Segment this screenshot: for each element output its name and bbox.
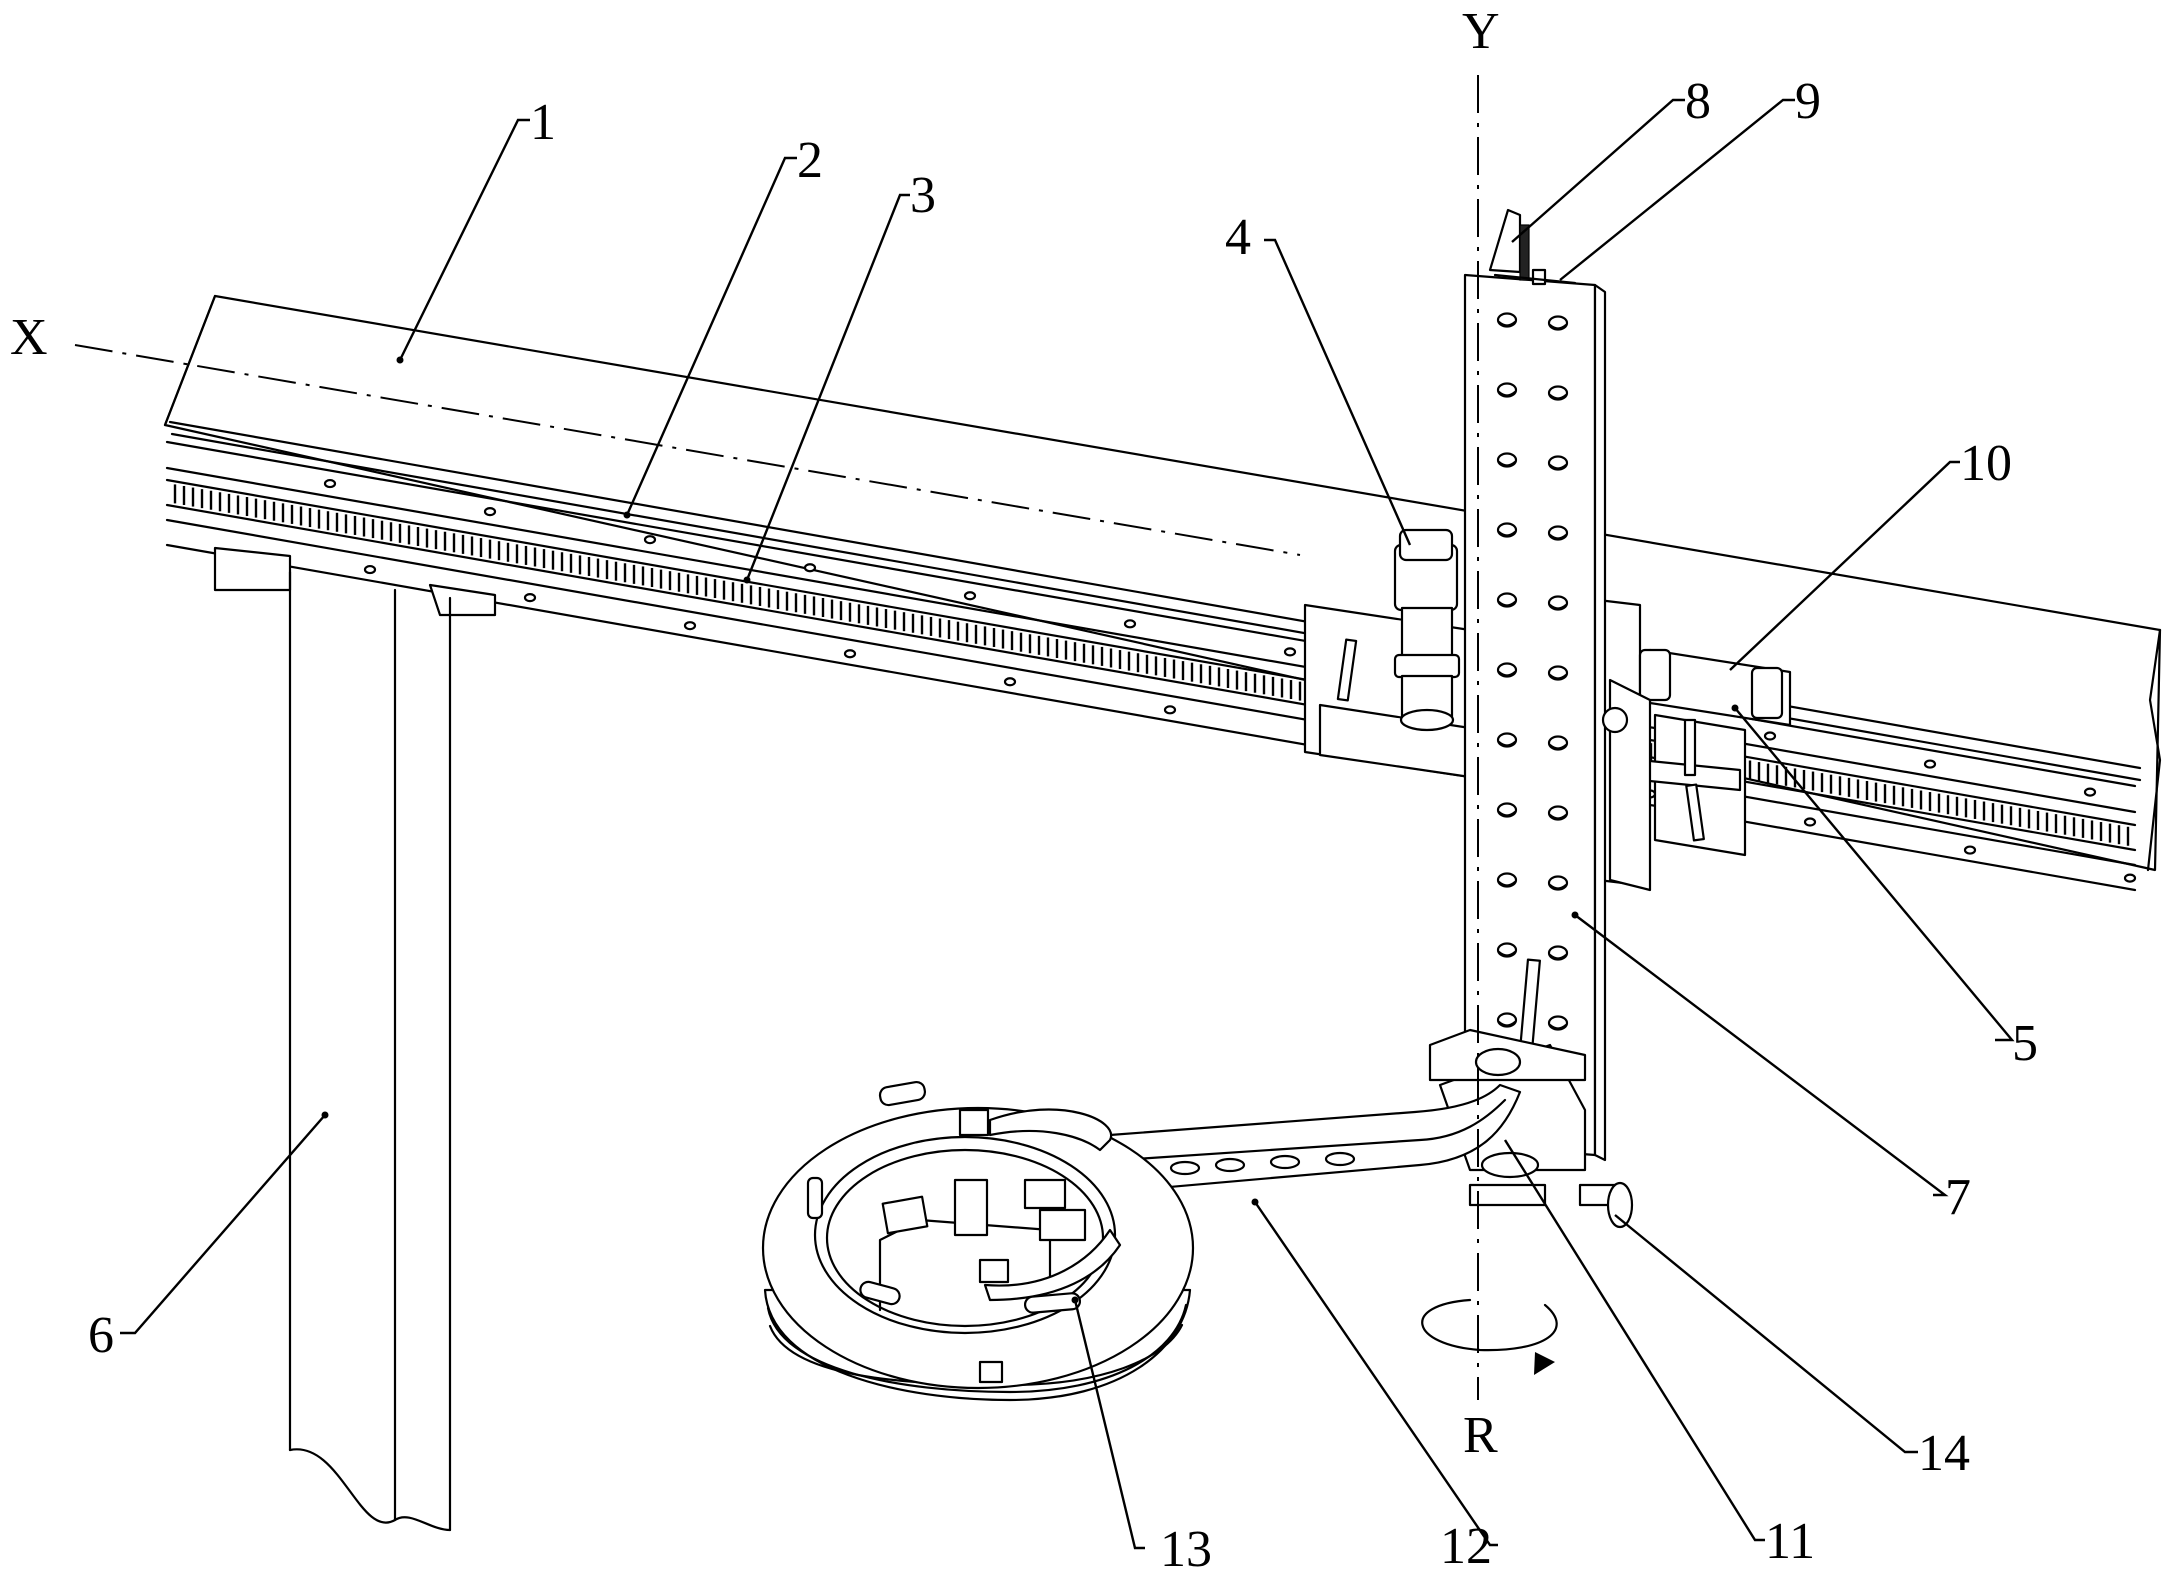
label-9: 9: [1795, 73, 1821, 130]
label-8: 8: [1685, 73, 1711, 130]
top-guide: [1488, 208, 1577, 286]
label-6: 6: [88, 1307, 114, 1364]
label-14: 14: [1918, 1425, 1970, 1482]
label-4: 4: [1225, 209, 1251, 266]
limit-bracket: [1601, 648, 1792, 892]
axis-r-label: R: [1463, 1407, 1498, 1464]
label-5: 5: [2012, 1015, 2038, 1072]
label-13: 13: [1160, 1521, 1212, 1578]
label-12: 12: [1440, 1518, 1492, 1575]
label-7: 7: [1945, 1169, 1971, 1226]
label-3: 3: [910, 167, 936, 224]
ring-gripper: [761, 1080, 1195, 1402]
label-1: 1: [530, 94, 556, 151]
column: [213, 546, 497, 1532]
label-11: 11: [1765, 1513, 1816, 1570]
vertical-arm: [1463, 273, 1607, 1162]
beam: [163, 294, 2162, 872]
cylinder: [1393, 528, 1461, 732]
label-2: 2: [797, 132, 823, 189]
axis-x-label: X: [10, 309, 48, 366]
axis-y-label: Y: [1462, 3, 1500, 60]
axis-lines: [74, 75, 1558, 1400]
horizontal-arm: [1108, 1083, 1522, 1192]
leader-lines: [120, 98, 2015, 1550]
label-10: 10: [1960, 435, 2012, 492]
